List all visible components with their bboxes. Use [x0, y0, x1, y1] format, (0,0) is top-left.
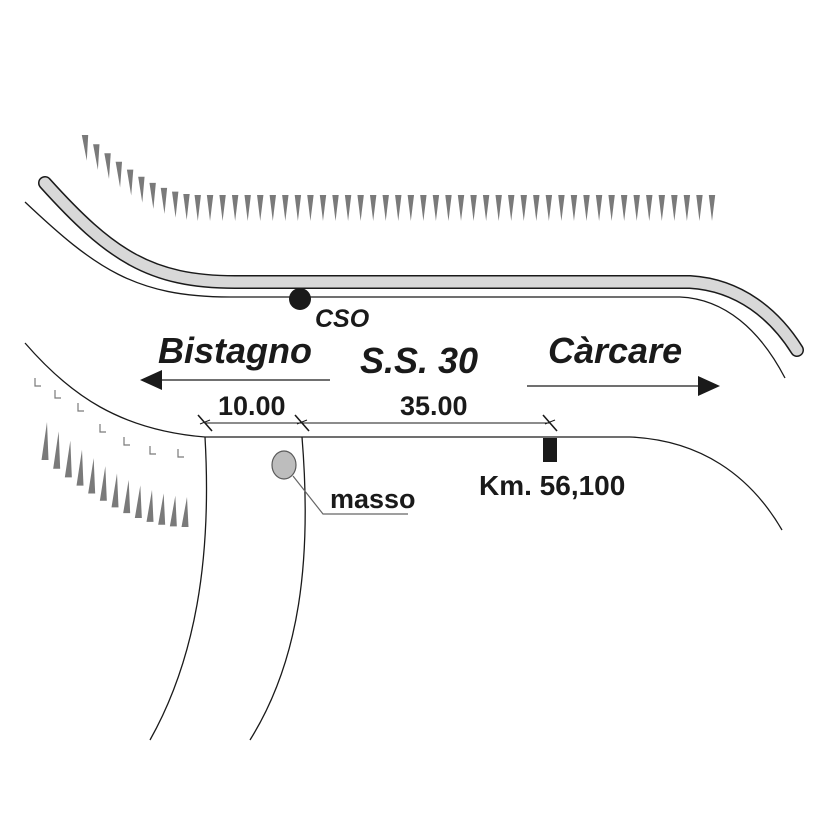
- side-road-left-edge: [149, 436, 208, 741]
- slope-tooth: [138, 176, 145, 203]
- edge-tick: [123, 437, 130, 446]
- slope-tooth: [158, 493, 166, 525]
- slope-tooth: [99, 466, 107, 501]
- slope-tooth: [104, 153, 111, 179]
- slope-tooth: [146, 489, 154, 522]
- slope-tooth: [457, 195, 465, 221]
- slope-tooth: [520, 195, 527, 221]
- slope-tooth: [181, 497, 189, 527]
- slope-tooth: [160, 187, 168, 214]
- slope-tooth: [407, 195, 415, 221]
- slope-tooth: [126, 169, 134, 196]
- slope-tooth: [76, 449, 84, 486]
- slope-tooth: [344, 195, 352, 221]
- slope-tooth: [294, 195, 302, 221]
- slope-tooth: [696, 195, 703, 221]
- slope-tooth: [369, 195, 377, 221]
- slope-tooth: [169, 495, 177, 527]
- slope-tooth: [608, 195, 615, 221]
- slope-tooth: [332, 195, 339, 221]
- slope-tooth: [583, 195, 590, 221]
- kilometer-marker-label: Km. 56,100: [479, 470, 625, 501]
- upper-embankment-slope: [81, 135, 716, 221]
- lower-road-edge-left: [24, 342, 206, 438]
- edge-tick: [34, 378, 41, 387]
- slope-tooth: [219, 195, 226, 221]
- slope-tooth: [382, 195, 389, 221]
- distance-left-label: 10.00: [218, 391, 286, 421]
- edge-tick: [54, 390, 61, 399]
- direction-left-label: Bistagno: [158, 330, 312, 371]
- measurement-tick-left: [197, 414, 213, 432]
- slope-tooth: [53, 431, 61, 469]
- direction-right-label: Càrcare: [548, 330, 682, 371]
- slope-tooth: [470, 195, 477, 221]
- edge-tick: [99, 424, 106, 433]
- slope-tooth: [111, 473, 119, 508]
- slope-tooth: [183, 193, 190, 220]
- slope-tooth: [149, 182, 156, 209]
- slope-tooth: [319, 195, 327, 221]
- slope-tooth: [445, 195, 452, 221]
- slope-tooth: [420, 195, 427, 221]
- upper-road-edge: [24, 201, 786, 379]
- slope-tooth: [357, 195, 364, 221]
- edge-tick: [177, 449, 184, 458]
- slope-tooth: [595, 195, 603, 221]
- slope-tooth: [123, 479, 131, 514]
- slope-tooth: [269, 195, 276, 221]
- road-name-label: S.S. 30: [360, 340, 478, 381]
- distance-right-label: 35.00: [400, 391, 468, 421]
- arrow-right-icon: [527, 376, 720, 396]
- slope-tooth: [533, 195, 540, 221]
- slope-tooth: [282, 195, 289, 221]
- slope-tooth: [171, 191, 179, 218]
- station-label: CSO: [315, 305, 370, 333]
- edge-tick: [77, 403, 84, 412]
- slope-tooth: [115, 161, 123, 188]
- station-marker-icon: [289, 288, 311, 310]
- side-road-right-edge: [249, 436, 306, 741]
- slope-tooth: [81, 135, 89, 161]
- slope-tooth: [545, 195, 553, 221]
- slope-tooth: [194, 194, 201, 221]
- arrow-left-icon: [140, 370, 330, 390]
- edge-tick: [149, 446, 156, 455]
- lower-embankment-slope: [41, 422, 189, 527]
- slope-tooth: [41, 422, 49, 460]
- slope-tooth: [231, 195, 239, 221]
- lower-road-edge-right: [302, 436, 783, 531]
- boulder-leader-line: [292, 475, 408, 515]
- slope-tooth: [395, 195, 402, 221]
- slope-tooth: [558, 195, 565, 221]
- measurement-tick-middle: [294, 414, 310, 432]
- slope-tooth: [206, 195, 214, 221]
- slope-tooth: [482, 195, 490, 221]
- slope-tooth: [708, 195, 716, 221]
- slope-tooth: [570, 195, 578, 221]
- upper-road-verge-fill: [39, 177, 803, 356]
- slope-tooth: [633, 195, 640, 221]
- slope-tooth: [257, 195, 264, 221]
- boulder-icon: [271, 450, 297, 480]
- slope-tooth: [683, 195, 691, 221]
- boulder-label: masso: [330, 484, 416, 514]
- slope-tooth: [64, 440, 72, 478]
- slope-tooth: [307, 195, 314, 221]
- slope-tooth: [432, 195, 440, 221]
- slope-tooth: [620, 195, 628, 221]
- slope-tooth: [671, 195, 678, 221]
- slope-tooth: [508, 195, 515, 221]
- slope-tooth: [88, 458, 96, 494]
- measurement-tick-right: [542, 414, 558, 432]
- edge-tick-marks: [34, 378, 184, 458]
- slope-tooth: [244, 195, 251, 221]
- slope-tooth: [646, 195, 653, 221]
- slope-tooth: [495, 195, 502, 221]
- slope-tooth: [658, 195, 666, 221]
- slope-tooth: [134, 485, 142, 519]
- kilometer-post-icon: [543, 438, 557, 462]
- slope-tooth: [93, 144, 100, 170]
